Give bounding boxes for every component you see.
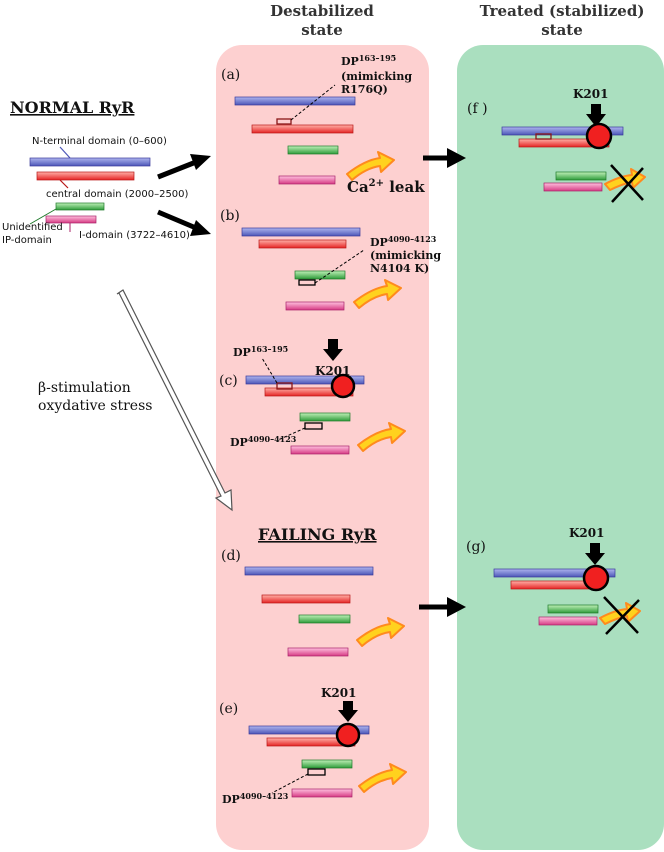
b-i-domain-bar: [285, 301, 345, 311]
f-block-cross: [610, 164, 644, 203]
g-i-domain-bar: [538, 616, 598, 626]
b-ip-bar: [294, 270, 346, 280]
beta-stimulation-arrow: [116, 289, 233, 512]
treated-header-line2: state: [541, 21, 583, 39]
a-mimicking-line2: R176Q): [341, 83, 388, 96]
treated-header-line1: Treated (stabilized): [480, 2, 645, 20]
unidentified-label-line1: Unidentified: [2, 222, 63, 233]
a-flow-arrow: [346, 151, 395, 181]
f-k201-down-arrow: [586, 104, 606, 127]
d-central-bar: [261, 594, 351, 604]
e-k201-label: K201: [321, 686, 356, 700]
c-k201-down-arrow: [323, 339, 343, 361]
d-flow-arrow: [356, 617, 405, 647]
a-ip-bar: [287, 145, 339, 155]
d-ip-bar: [298, 614, 351, 624]
e-ip-bar: [301, 759, 353, 769]
panel-b-label: (b): [220, 208, 240, 224]
b-flow-arrow: [353, 279, 402, 309]
b-central-bar: [258, 239, 347, 249]
c-dp163-label: DP163–195: [233, 344, 288, 359]
e-k201-down-arrow: [338, 701, 358, 722]
g-n-terminal-bar: [493, 568, 616, 578]
f-n-terminal-bar: [501, 126, 624, 136]
c-dp4090-peptide: [304, 422, 323, 430]
e-dp4090-leader: [271, 773, 309, 794]
g-k201-label: K201: [569, 526, 604, 540]
panel-e-label: (e): [219, 701, 238, 717]
treated-panel: [457, 45, 664, 850]
c-k201-molecule: [330, 373, 356, 399]
panel-f-label: (f ): [467, 101, 488, 117]
failing-ryr-title: FAILING RyR: [258, 525, 377, 544]
e-k201-molecule: [335, 722, 361, 748]
oxidative-stress-label: oxydative stress: [38, 398, 152, 414]
c-i-domain-bar: [290, 445, 350, 455]
b-mimicking-line1: (mimicking: [370, 249, 441, 262]
ca-leak-label: Ca2+ leak: [347, 178, 425, 196]
d-i-domain-bar: [287, 647, 349, 657]
e-dp4090-label: DP4090–4123: [222, 791, 289, 806]
g-ip-bar: [547, 604, 599, 614]
g-k201-molecule: [582, 564, 610, 592]
panel-d-label: (d): [221, 548, 241, 564]
f-k201-label: K201: [573, 87, 608, 101]
a-dp163-label: DP163–195: [341, 53, 396, 68]
c-dp4090-label: DP4090–4123: [230, 434, 297, 449]
f-i-domain-bar: [543, 182, 603, 192]
g-k201-down-arrow: [585, 543, 605, 565]
beta-stimulation-label: β-stimulation: [38, 380, 131, 396]
f-k201-molecule: [585, 122, 613, 150]
normal-n-terminal-bar: [29, 157, 151, 167]
arrow-d-to-g: [419, 597, 466, 617]
c-ip-bar: [299, 412, 351, 422]
a-n-terminal-bar: [234, 96, 356, 106]
a-dp163-peptide: [276, 118, 292, 125]
panel-a-label: (a): [221, 67, 240, 83]
arrow-normal-to-a: [157, 154, 211, 180]
a-central-bar: [251, 124, 354, 134]
n-terminal-leader: [59, 146, 71, 159]
destabilized-header-line1: Destabilized: [270, 2, 374, 20]
d-n-terminal-bar: [244, 566, 374, 576]
central-label: central domain (2000–2500): [46, 189, 189, 200]
a-mimicking-line1: (mimicking: [341, 70, 412, 83]
a-i-domain-bar: [278, 175, 336, 185]
panel-g-label: (g): [466, 539, 486, 555]
ip-leader: [29, 208, 57, 225]
panel-c-label: (c): [219, 373, 238, 389]
b-n-terminal-bar: [241, 227, 361, 237]
arrow-normal-to-b: [157, 209, 211, 236]
f-dp163-peptide: [535, 133, 552, 140]
e-n-terminal-bar: [248, 725, 370, 735]
c-dp163-peptide: [276, 382, 293, 390]
normal-central-bar: [36, 171, 135, 181]
arrow-a-to-f: [423, 148, 466, 168]
e-flow-arrow: [358, 763, 407, 793]
unidentified-label-line2: IP-domain: [2, 235, 52, 246]
b-dp4090-label: DP4090–4123: [370, 234, 437, 249]
g-block-cross: [603, 596, 640, 635]
c-flow-arrow: [357, 422, 406, 452]
c-n-terminal-bar: [245, 375, 365, 385]
central-leader: [59, 179, 69, 189]
normal-ip-bar: [55, 202, 105, 211]
a-dp163-leader: [290, 84, 336, 121]
n-terminal-label: N-terminal domain (0–600): [32, 136, 167, 147]
i-domain-label: I-domain (3722–4610): [79, 230, 190, 241]
normal-ryr-title: NORMAL RyR: [10, 98, 135, 117]
normal-i-domain-bar: [45, 215, 97, 224]
e-dp4090-peptide: [307, 768, 326, 776]
f-ip-bar: [555, 171, 607, 181]
e-i-domain-bar: [291, 788, 353, 798]
b-mimicking-line2: N4104 K): [370, 262, 429, 275]
destabilized-header-line2: state: [301, 21, 343, 39]
